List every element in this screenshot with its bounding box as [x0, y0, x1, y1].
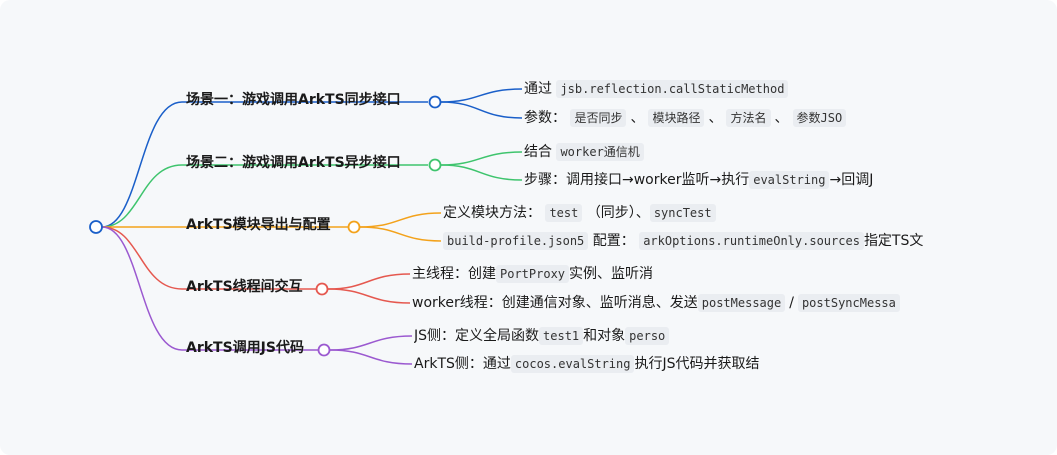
branch-3-leaf-1: 定义模块方法： test （同步）、syncTest [443, 202, 716, 224]
leaf-text: （同步）、 [586, 205, 650, 221]
leaf-text: 指定TS文 [863, 233, 924, 249]
connector-b2-leaf-1 [440, 151, 523, 166]
leaf-text: 和对象 [583, 328, 626, 344]
branch-4-title: ArkTS线程间交互 [186, 279, 303, 295]
branch-3-toggle[interactable] [347, 220, 361, 234]
leaf-code: PortProxy [496, 265, 570, 283]
branch-1-toggle[interactable] [428, 95, 442, 109]
leaf-text: 步骤：调用接口→worker监听→执行 [524, 172, 750, 188]
leaf-code: 模块路径 [648, 109, 705, 127]
connector-b1-leaf-2 [440, 101, 523, 119]
leaf-code: perso [625, 327, 670, 345]
branch-1-leaf-2: 参数： 是否同步、模块路径、方法名、参数JSO [524, 107, 847, 129]
branch-1-leaf-1: 通过 jsb.reflection.callStaticMethod [524, 78, 789, 100]
branch-4-toggle[interactable] [315, 282, 329, 296]
branch-3-leaf-2: build-profile.json5 配置： arkOptions.runti… [443, 230, 923, 252]
connector-b3-leaf-1 [359, 212, 442, 228]
root-node-toggle[interactable] [89, 220, 103, 234]
leaf-text: 执行JS代码并获取结 [634, 356, 760, 372]
leaf-text: 配置： [592, 233, 635, 249]
leaf-text: ArkTS侧：通过 [414, 356, 511, 372]
branch-2-title: 场景二：游戏调用ArkTS异步接口 [186, 155, 401, 171]
connector-b3-leaf-2 [359, 226, 442, 242]
leaf-separator: 、 [708, 110, 723, 126]
leaf-text: →回调J [829, 172, 874, 188]
leaf-code: jsb.reflection.callStaticMethod [556, 80, 789, 98]
leaf-separator: 、 [630, 110, 645, 126]
leaf-code: test [545, 204, 583, 222]
leaf-code: 是否同步 [570, 109, 627, 127]
branch-1-title: 场景一：游戏调用ArkTS同步接口 [186, 92, 401, 108]
leaf-code: postMessage [697, 294, 786, 312]
leaf-text: worker线程：创建通信对象、监听消息、发送 [412, 295, 698, 311]
connector-root-branch-4 [101, 226, 316, 290]
leaf-code: 方法名 [726, 109, 771, 127]
leaf-code: cocos.evalString [510, 355, 635, 373]
leaf-code: syncTest [649, 204, 716, 222]
branch-5-toggle[interactable] [317, 343, 331, 357]
branch-5-title: ArkTS调用JS代码 [186, 340, 304, 356]
leaf-code: test1 [539, 327, 584, 345]
leaf-separator: 、 [774, 110, 789, 126]
leaf-text: 定义模块方法： [443, 205, 541, 221]
leaf-text: 参数： [524, 110, 566, 126]
connector-b5-leaf-1 [329, 335, 413, 351]
branch-2-leaf-1: 结合 worker通信机 [524, 141, 644, 163]
leaf-text: JS侧：定义全局函数 [414, 328, 540, 344]
leaf-code: build-profile.json5 [443, 232, 589, 250]
leaf-code: evalString [749, 171, 830, 189]
branch-3-title: ArkTS模块导出与配置 [186, 217, 331, 233]
leaf-text: 主线程：创建 [412, 266, 496, 282]
connector-b4-leaf-1 [327, 273, 411, 290]
connector-b1-leaf-1 [440, 88, 523, 103]
connector-root-branch-2 [101, 164, 428, 228]
leaf-code: arkOptions.runtimeOnly.sources [639, 232, 864, 250]
leaf-text: 实例、监听消 [569, 266, 654, 282]
connector-b2-leaf-2 [440, 164, 523, 181]
connector-root-branch-5 [101, 226, 318, 351]
connector-b4-leaf-2 [327, 288, 411, 304]
connector-root-branch-1 [101, 101, 428, 228]
leaf-separator: / [789, 295, 794, 311]
leaf-code: 参数JSO [792, 109, 847, 127]
leaf-text: 通过 [524, 81, 552, 97]
leaf-text: 结合 [524, 144, 552, 160]
leaf-code: postSyncMessa [797, 294, 900, 312]
branch-2-toggle[interactable] [428, 158, 442, 172]
connector-b5-leaf-2 [329, 349, 413, 365]
leaf-code: worker通信机 [556, 143, 644, 161]
